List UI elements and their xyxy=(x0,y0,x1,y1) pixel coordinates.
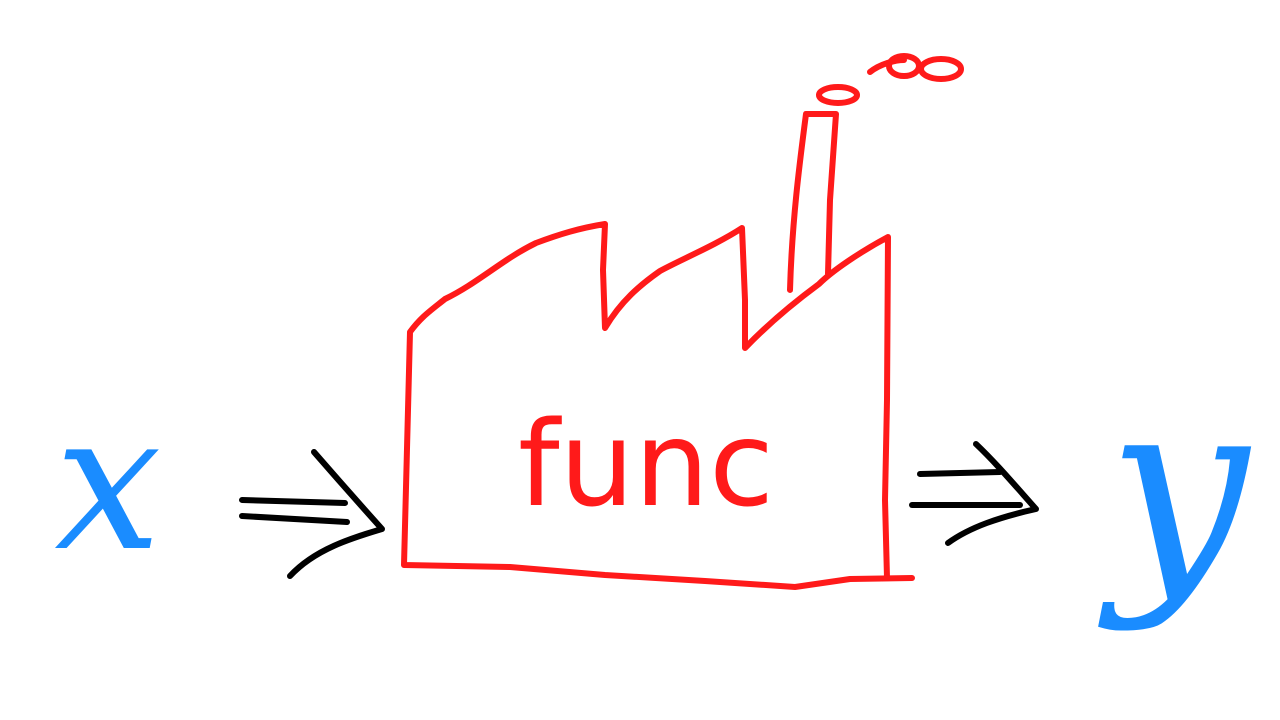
input-arrow-top-line xyxy=(239,497,348,506)
output-label: y xyxy=(1097,343,1251,634)
smoke-puff-3 xyxy=(918,56,964,82)
input-label: x xyxy=(54,372,161,593)
function-label: func xyxy=(518,395,774,533)
output-arrow-top-line xyxy=(917,469,1003,477)
output-arrow-head xyxy=(945,441,1039,546)
smoke-puffs-icon xyxy=(816,53,964,106)
input-x: x xyxy=(54,372,161,593)
factory-outline-icon xyxy=(401,221,915,590)
chimney-icon xyxy=(787,111,839,293)
output-y: y xyxy=(1097,343,1251,634)
smoke-puff-connector xyxy=(867,57,907,75)
input-arrow xyxy=(239,449,385,579)
smoke-puff-1 xyxy=(816,84,860,106)
input-arrow-bottom-line xyxy=(239,513,350,525)
output-arrow xyxy=(909,441,1039,546)
function-factory: func xyxy=(401,53,964,590)
input-arrow-head xyxy=(287,449,385,579)
